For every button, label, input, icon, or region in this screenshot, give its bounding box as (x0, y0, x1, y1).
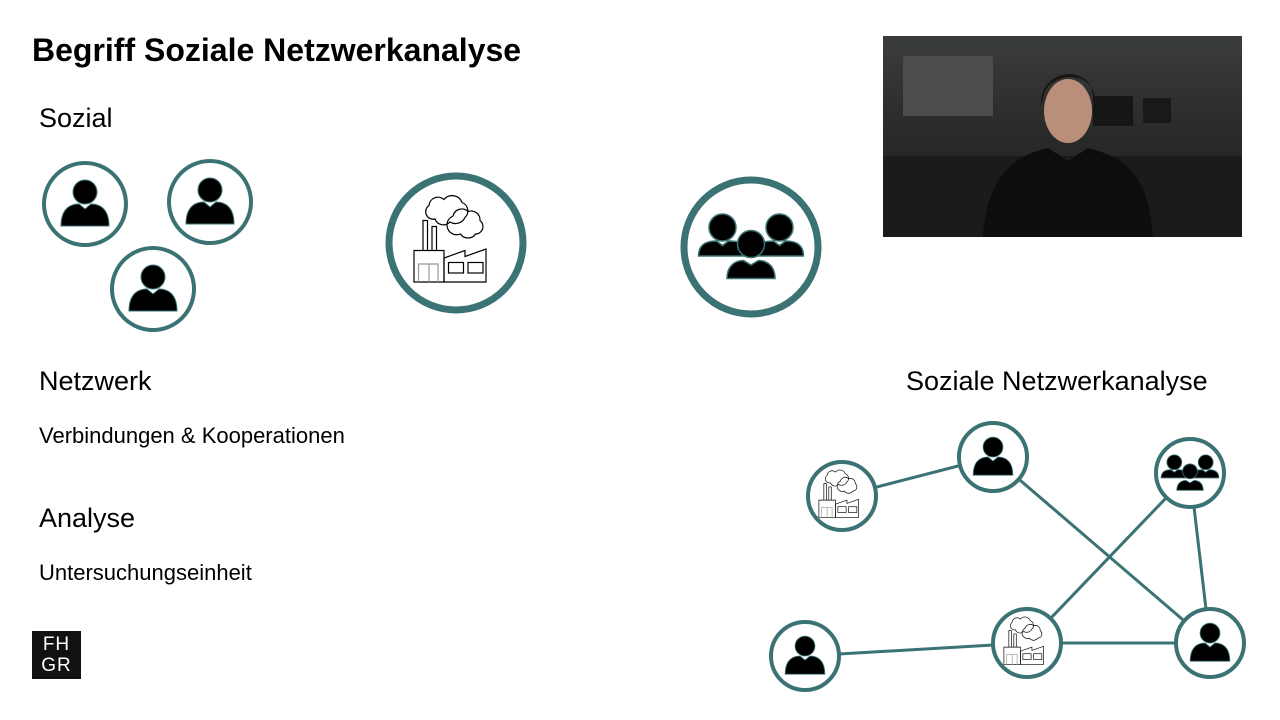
group-node-large (680, 176, 822, 318)
logo-line-2: GR (41, 655, 72, 676)
heading-netzwerk: Netzwerk (39, 366, 152, 396)
logo-line-1: FH (42, 634, 71, 655)
network-node-person-right (1174, 607, 1246, 679)
person-node-1 (42, 161, 128, 247)
fhgr-logo: FH GR (32, 631, 81, 679)
network-node-group (1154, 437, 1226, 509)
network-node-factory-1 (806, 460, 878, 532)
analyse-detail: Untersuchungseinheit (39, 560, 252, 585)
slide-title: Begriff Soziale Netzwerkanalyse (32, 32, 522, 68)
netzwerk-detail: Verbindungen & Kooperationen (39, 423, 345, 448)
network-node-factory-2 (991, 607, 1063, 679)
person-node-3 (110, 246, 196, 332)
heading-sozial: Sozial (39, 103, 113, 133)
heading-analyse: Analyse (39, 503, 136, 533)
edge (804, 641, 1028, 658)
edge (1025, 471, 1192, 645)
network-node-person-top (957, 421, 1029, 493)
factory-node-large (385, 172, 527, 314)
edge (992, 455, 1211, 645)
presenter-image (883, 56, 1242, 237)
person-node-2 (167, 159, 253, 245)
network-node-person-left (769, 620, 841, 692)
diagram-title: Soziale Netzwerkanalyse (906, 366, 1208, 396)
presenter-video[interactable] (883, 36, 1242, 237)
